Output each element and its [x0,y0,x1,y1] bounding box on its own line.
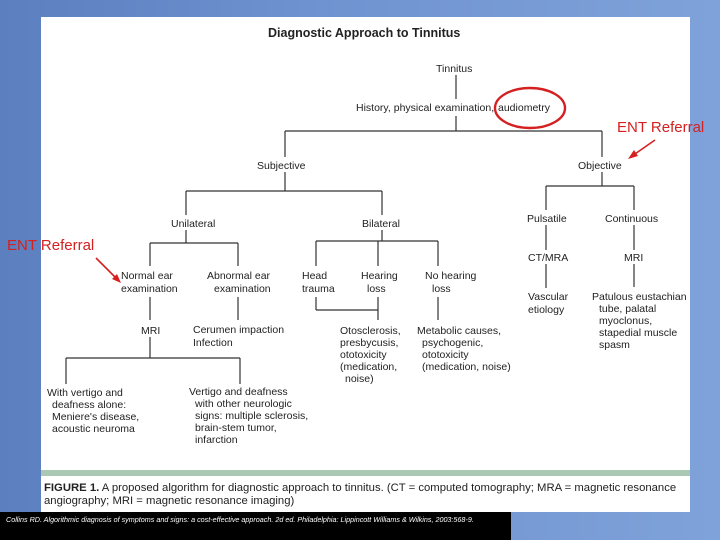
svg-text:ototoxicity: ototoxicity [422,349,469,361]
node-subjective: Subjective [257,160,306,172]
svg-text:Hearing: Hearing [361,270,398,282]
svg-text:etiology: etiology [528,304,565,316]
node-history: History, physical examination, [356,102,494,114]
citation-text: Collins RD. Algorithmic diagnosis of sym… [6,515,474,524]
node-pulsatile: Pulsatile [527,213,567,225]
figure-label: FIGURE 1. [44,482,100,494]
node-unilateral: Unilateral [171,218,215,230]
audiometry-highlight [493,86,567,130]
node-normal-ear: Normal ear examination [121,270,178,295]
node-bilateral: Bilateral [362,218,400,230]
node-ct-mra: CT/MRA [528,252,568,264]
svg-text:Vascular: Vascular [528,291,569,303]
node-patulous: Patulous eustachian tube, palatal myoclo… [592,291,687,351]
svg-text:examination: examination [121,283,178,295]
svg-text:loss: loss [432,283,451,295]
diagram-title: Diagnostic Approach to Tinnitus [268,26,460,40]
svg-text:(medication, noise): (medication, noise) [422,361,511,373]
svg-text:ototoxicity: ototoxicity [340,349,387,361]
node-otosclerosis: Otosclerosis, presbycusis, ototoxicity (… [340,325,401,385]
ent-referral-label-left: ENT Referral [7,237,95,254]
svg-text:psychogenic,: psychogenic, [422,337,483,349]
svg-text:(medication,: (medication, [340,361,397,373]
svg-text:tube, palatal: tube, palatal [599,303,656,315]
connector-lines [65,75,635,384]
node-hearing-loss: Hearing loss [361,270,398,295]
svg-text:infarction: infarction [195,434,238,446]
ent-arrow-right [628,139,656,159]
svg-text:Vertigo and deafness: Vertigo and deafness [189,386,288,398]
svg-text:brain-stem tumor,: brain-stem tumor, [195,422,277,434]
svg-text:stapedial muscle: stapedial muscle [599,327,677,339]
svg-text:Normal ear: Normal ear [121,270,173,282]
svg-text:Infection: Infection [193,337,233,349]
node-objective: Objective [578,160,622,172]
node-cerumen: Cerumen impaction Infection [193,324,284,349]
node-head-trauma: Head trauma [302,270,335,295]
svg-text:deafness alone:: deafness alone: [52,399,126,411]
svg-text:trauma: trauma [302,283,335,295]
svg-text:Otosclerosis,: Otosclerosis, [340,325,401,337]
svg-text:noise): noise) [345,373,374,385]
ent-arrow-left [95,257,121,283]
svg-text:myoclonus,: myoclonus, [599,315,652,327]
svg-text:examination: examination [214,283,271,295]
node-mri-right: MRI [624,252,643,264]
node-vertigo-alone: With vertigo and deafness alone: Meniere… [47,387,139,435]
node-mri-left: MRI [141,325,160,337]
svg-text:signs: multiple sclerosis,: signs: multiple sclerosis, [195,410,308,422]
node-audiometry: audiometry [498,102,551,114]
node-continuous: Continuous [605,213,658,225]
svg-text:No hearing: No hearing [425,270,477,282]
figure-caption-text: A proposed algorithm for diagnostic appr… [44,482,677,507]
figure-caption: FIGURE 1. A proposed algorithm for diagn… [44,482,684,508]
svg-text:acoustic neuroma: acoustic neuroma [52,423,135,435]
svg-text:Head: Head [302,270,327,282]
svg-text:Metabolic causes,: Metabolic causes, [417,325,501,337]
svg-text:spasm: spasm [599,339,630,351]
svg-text:presbycusis,: presbycusis, [340,337,398,349]
figure-panel [41,17,690,512]
svg-text:With vertigo and: With vertigo and [47,387,123,399]
node-vertigo-neuro: Vertigo and deafness with other neurolog… [189,386,308,446]
svg-text:Patulous eustachian: Patulous eustachian [592,291,687,303]
svg-text:with other neurologic: with other neurologic [194,398,292,410]
node-abnormal-ear: Abnormal ear examination [207,270,271,295]
node-metabolic: Metabolic causes, psychogenic, ototoxici… [417,325,511,373]
node-tinnitus: Tinnitus [436,63,472,75]
svg-text:Meniere's disease,: Meniere's disease, [52,411,139,423]
svg-text:Cerumen impaction: Cerumen impaction [193,324,284,336]
caption-divider [41,470,690,476]
svg-text:Abnormal ear: Abnormal ear [207,270,271,282]
node-no-hearing-loss: No hearing loss [425,270,477,295]
node-vascular: Vascular etiology [528,291,569,316]
ent-referral-label-right: ENT Referral [617,119,705,136]
svg-text:loss: loss [367,283,386,295]
citation-box: Collins RD. Algorithmic diagnosis of sym… [0,512,511,540]
